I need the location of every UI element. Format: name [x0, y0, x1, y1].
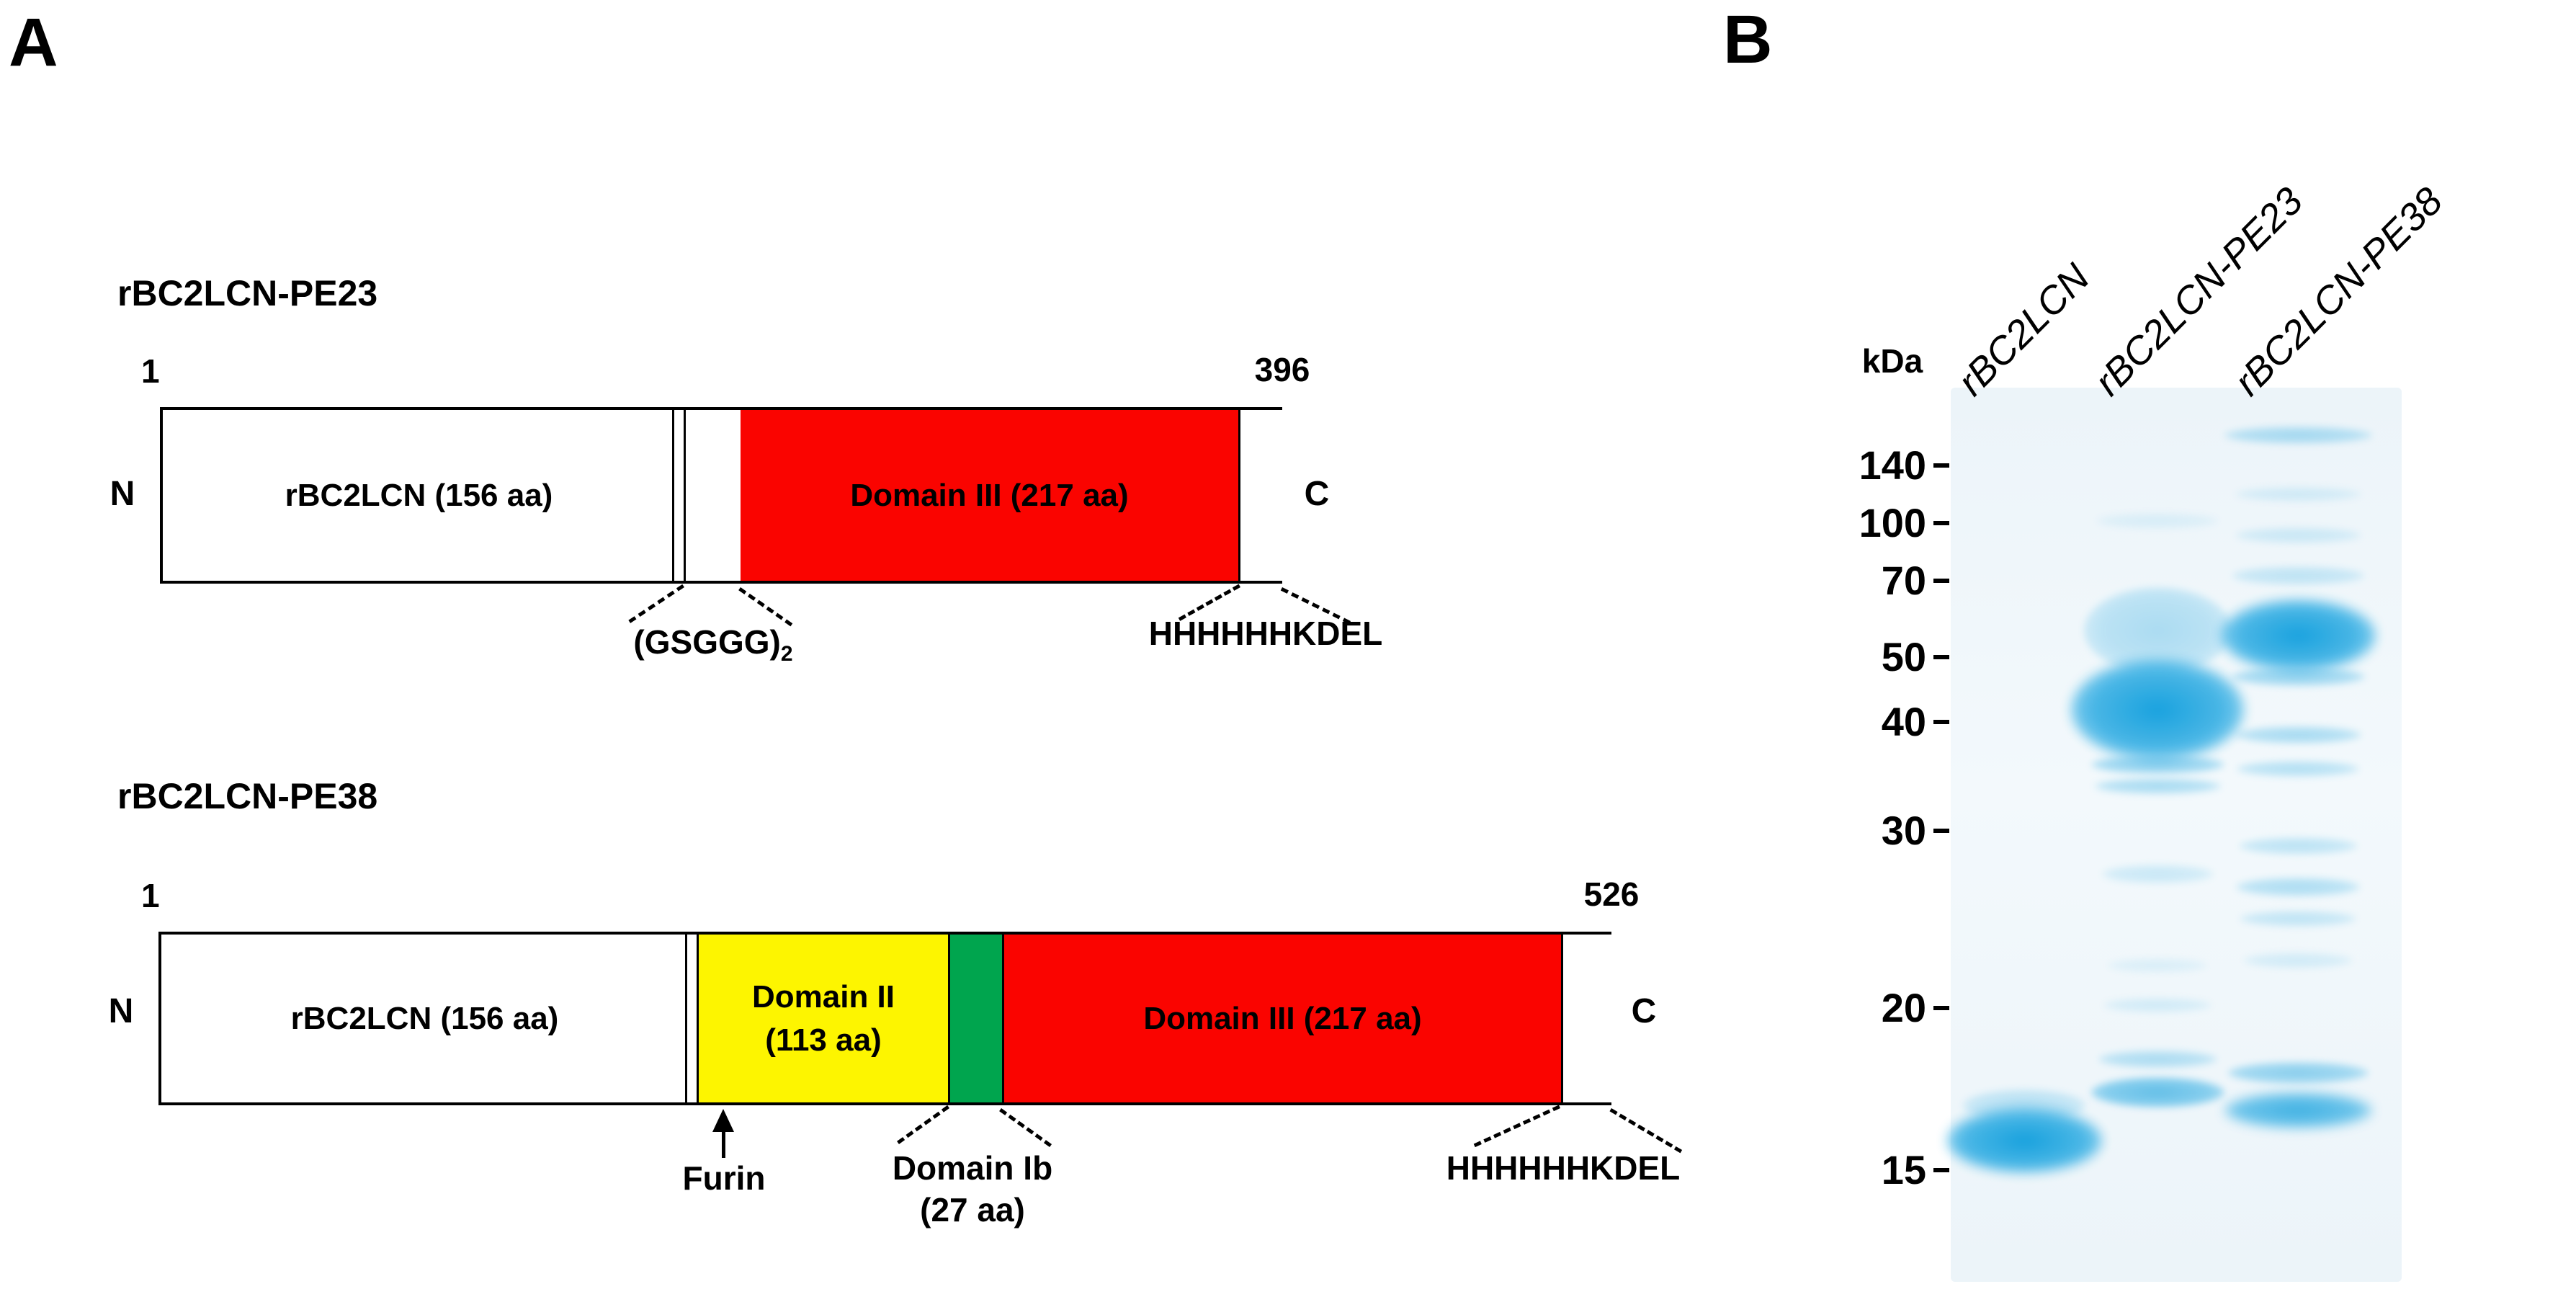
domain-ib-label-line1: Domain Ib	[892, 1149, 1053, 1187]
gel-band	[2107, 958, 2208, 973]
ladder-mark-30kda: 30	[1779, 808, 1949, 854]
panel-a-label: A	[9, 4, 58, 81]
construct-pe38-bar: rBC2LCN (156 aa)Domain II(113 aa)Domain …	[158, 932, 1611, 1105]
ladder-tick	[1933, 463, 1949, 468]
gel-band	[2101, 865, 2214, 883]
gsggg-linker-label-subscript: 2	[780, 642, 793, 666]
ladder-mark-50kda: 50	[1779, 634, 1949, 680]
ladder-value: 40	[1881, 699, 1926, 744]
gel-band	[2094, 778, 2221, 794]
gel-band	[2227, 1062, 2369, 1084]
construct-pe23-c-terminus: C	[1304, 475, 1330, 513]
pe23-his-kdel-tag-label: HHHHHHKDEL	[1148, 615, 1383, 652]
pointer-line	[1609, 1108, 1683, 1154]
gel-band	[2071, 659, 2244, 760]
furin-arrow-icon	[712, 1109, 734, 1132]
gel-band	[2220, 599, 2376, 672]
construct-pe38-n-terminus: N	[108, 992, 134, 1030]
gel-band	[2235, 487, 2361, 501]
segment-rbc2lcn-domain: rBC2LCN (156 aa)	[164, 935, 687, 1102]
gel-band	[2237, 761, 2359, 777]
segment-label: Domain III (217 aa)	[1143, 1000, 1422, 1036]
gel-band	[2240, 911, 2356, 927]
gel-band	[1946, 1108, 2102, 1173]
ladder-mark-70kda: 70	[1779, 558, 1949, 604]
construct-pe23-n-terminus: N	[109, 475, 135, 513]
ladder-tick	[1933, 829, 1949, 833]
ladder-tick	[1933, 720, 1949, 724]
ladder-value: 50	[1881, 634, 1926, 679]
gel-band	[2231, 667, 2365, 686]
segment-rbc2lcn-domain: rBC2LCN (156 aa)	[166, 410, 674, 581]
gel-band	[2103, 998, 2211, 1012]
construct-pe38-c-terminus: C	[1631, 992, 1657, 1030]
segment-c-terminal-tag	[1240, 410, 1282, 581]
pointer-line	[628, 584, 684, 623]
gel-band	[2243, 953, 2353, 968]
panel-b-label: B	[1723, 1, 1773, 78]
ladder-tick	[1933, 1168, 1949, 1172]
furin-arrow-shaft	[722, 1131, 725, 1158]
ladder-value: 70	[1881, 558, 1926, 603]
gel-band	[2224, 1092, 2372, 1128]
ladder-mark-20kda: 20	[1779, 985, 1949, 1031]
ladder-tick	[1933, 1006, 1949, 1010]
gel-band	[2235, 527, 2361, 543]
construct-pe38-end-residue: 526	[1583, 875, 1640, 913]
gel-band	[2238, 837, 2358, 855]
segment-label: (113 aa)	[765, 1022, 882, 1058]
ladder-tick	[1933, 579, 1949, 583]
domain-ib-label-line2: (27 aa)	[920, 1191, 1025, 1229]
gel-band	[2096, 513, 2219, 529]
kda-units-label: kDa	[1861, 342, 1923, 380]
gel-band	[2231, 566, 2365, 585]
gel-band	[2235, 726, 2361, 744]
gel-band	[2098, 1051, 2217, 1068]
pe38-his-kdel-tag-label: HHHHHHKDEL	[1446, 1149, 1681, 1187]
gel-band	[2236, 878, 2360, 896]
pointer-line	[738, 587, 793, 627]
ladder-mark-40kda: 40	[1779, 699, 1949, 745]
ladder-mark-15kda: 15	[1779, 1147, 1949, 1193]
ladder-value: 30	[1881, 808, 1926, 853]
lane-label-rBC2LCN: rBC2LCN	[1949, 255, 2098, 404]
construct-pe23-title: rBC2LCN-PE23	[117, 273, 378, 313]
segment-domain-iii: Domain III (217 aa)	[1004, 935, 1563, 1102]
ladder-tick	[1933, 521, 1949, 525]
ladder-value: 20	[1881, 985, 1926, 1030]
ladder-tick	[1933, 655, 1949, 659]
segment-label: Domain III (217 aa)	[850, 477, 1129, 513]
ladder-mark-100kda: 100	[1779, 500, 1949, 546]
segment-label: rBC2LCN (156 aa)	[290, 1000, 559, 1036]
gsggg-linker-label: (GSGGG)2	[569, 625, 857, 665]
segment-domain-ii: Domain II (113 aa)	[699, 935, 950, 1102]
ladder-mark-140kda: 140	[1779, 442, 1949, 489]
ladder-value: 100	[1859, 500, 1926, 545]
segment-domain-ib	[950, 935, 1004, 1102]
segment-label: rBC2LCN (156 aa)	[285, 477, 553, 513]
construct-pe23-end-residue: 396	[1254, 351, 1310, 388]
construct-pe23-bar: rBC2LCN (156 aa) Domain III (217 aa)	[160, 407, 1282, 584]
construct-pe23-start-residue: 1	[141, 352, 160, 390]
pointer-line	[1473, 1105, 1560, 1148]
gel-band	[2090, 1077, 2224, 1107]
construct-pe38-start-residue: 1	[141, 877, 160, 914]
pointer-line	[999, 1108, 1052, 1148]
segment-junction	[674, 410, 686, 581]
segment-label: Domain II	[751, 979, 895, 1015]
ladder-value: 140	[1859, 442, 1926, 488]
furin-site-label: Furin	[682, 1159, 766, 1197]
pointer-line	[897, 1105, 949, 1144]
segment-domain-iii: Domain III (217 aa)	[741, 410, 1240, 581]
gel-band	[2224, 427, 2372, 444]
gel-band	[2090, 755, 2224, 774]
segment-c-terminal-tag	[1563, 935, 1611, 1102]
segment-junction	[687, 935, 699, 1102]
construct-pe38-title: rBC2LCN-PE38	[117, 776, 378, 816]
segment-gsggg-linker	[686, 410, 741, 581]
ladder-value: 15	[1881, 1147, 1926, 1192]
gsggg-linker-label-text: (GSGGG)	[633, 623, 781, 661]
